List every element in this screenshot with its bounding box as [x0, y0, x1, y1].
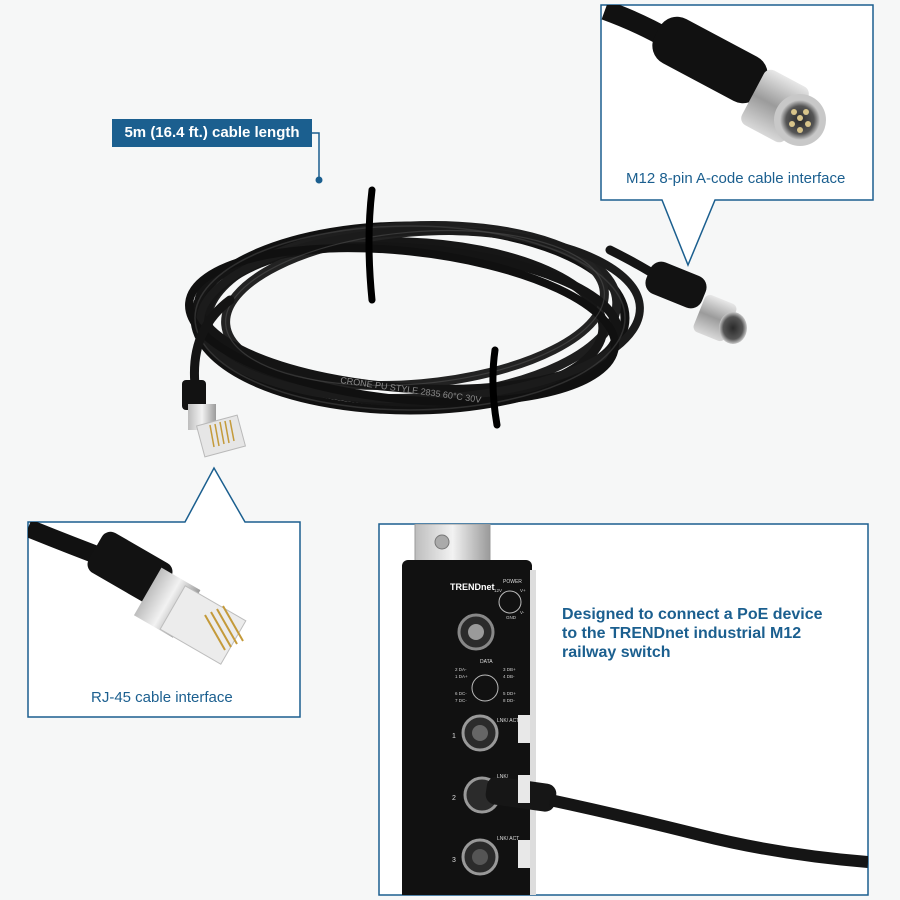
switch-pin-label: V+ [520, 588, 526, 593]
switch-pin-label: GND [506, 615, 517, 620]
switch-brand: TRENDnet [450, 582, 495, 592]
switch-port-label: LNK/ ACT [497, 836, 519, 842]
callout-lines [312, 132, 323, 184]
switch-data-label: DATA [480, 659, 493, 665]
switch-pin-label: 1 DA+ [455, 674, 468, 679]
m12-connector [645, 261, 747, 344]
description-line-2: to the TRENDnet industrial M12 [562, 625, 802, 642]
switch-pin-label: 5 DD+ [503, 691, 516, 696]
rj45-callout-box [27, 466, 301, 718]
switch-pin-label: 8 DD- [503, 698, 515, 703]
description-line-3: railway switch [562, 644, 671, 661]
switch-pin-label: 12V [494, 588, 502, 593]
cable-coil [185, 186, 665, 429]
description-line-1: Designed to connect a PoE device [562, 606, 823, 623]
switch-pin-label: 6 DC- [455, 691, 467, 696]
m12-callout-box [600, 4, 874, 267]
rj45-interface-caption: RJ-45 cable interface [91, 689, 233, 706]
switch-pin-label: 7 DC- [455, 698, 467, 703]
rj45-connector [182, 380, 247, 458]
switch-port-number: 1 [452, 733, 456, 740]
switch-description: Designed to connect a PoE device to the … [562, 605, 862, 662]
switch-port-number: 3 [452, 857, 456, 864]
switch-port-number: 2 [452, 795, 456, 802]
m12-interface-caption: M12 8-pin A-code cable interface [626, 170, 846, 187]
switch-photo-box [378, 523, 869, 896]
switch-pin-label: V- [520, 610, 525, 615]
cable-length-label: 5m (16.4 ft.) cable length [112, 119, 312, 147]
switch-pin-label: 2 DA- [455, 667, 467, 672]
switch-pin-label: 3 DB+ [503, 667, 516, 672]
switch-port-label: LNK/ [497, 774, 509, 780]
switch-power-label: POWER [503, 579, 522, 585]
switch-port-label: LNK/ ACT [497, 718, 519, 724]
switch-pin-label: 4 DB- [503, 674, 515, 679]
